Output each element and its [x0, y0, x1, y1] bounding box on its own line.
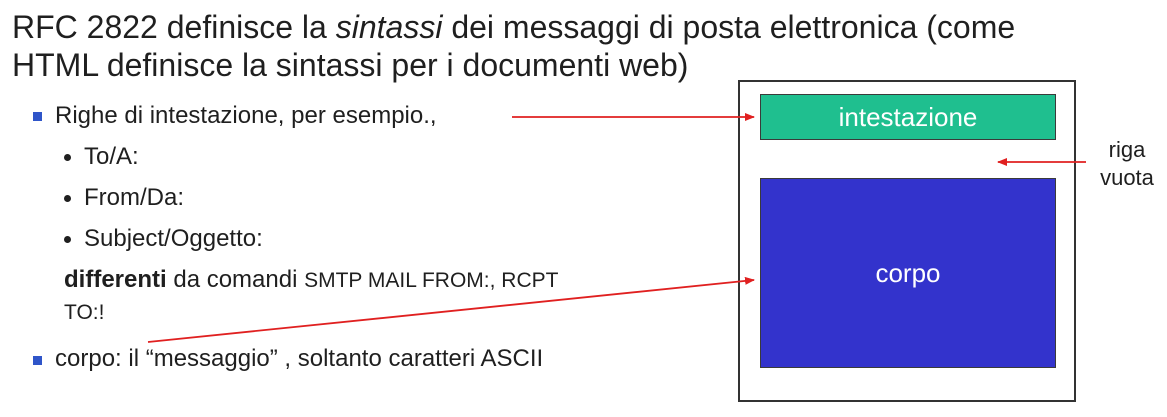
sub-item-to: To/A: [84, 143, 139, 170]
blank-line-label: riga vuota [1090, 136, 1164, 192]
smtp-note-commands: SMTP MAIL FROM:, RCPT [304, 269, 559, 292]
bullet-header-lines: Righe di intestazione, per esempio., [55, 102, 437, 129]
smtp-note: differenti da comandi SMTP MAIL FROM:, R… [64, 265, 558, 296]
bullet-body: corpo: il “messaggio” , soltanto caratte… [55, 345, 544, 372]
body-section-label: corpo [875, 257, 941, 288]
dot-bullet-icon [64, 154, 71, 161]
title-line-2: HTML definisce la sintassi per i documen… [12, 47, 689, 83]
square-bullet-icon [33, 356, 42, 365]
title-emphasis: sintassi [335, 9, 443, 45]
body-arrow [147, 276, 755, 343]
smtp-note-line-2: TO:! [64, 301, 105, 324]
title-prefix: RFC 2822 definisce la [12, 9, 336, 45]
sub-item-from: From/Da: [84, 184, 185, 211]
square-bullet-icon [33, 112, 42, 121]
header-section-box: intestazione [760, 94, 1056, 140]
smtp-note-text: da comandi [166, 266, 305, 293]
blank-line-label-2: vuota [1100, 165, 1154, 190]
blank-line-label-1: riga [1108, 137, 1146, 162]
slide-title: RFC 2822 definisce la sintassi dei messa… [12, 8, 1072, 84]
header-section-label: intestazione [838, 101, 978, 132]
smtp-note-bold: differenti [64, 266, 167, 293]
body-section-box: corpo [760, 178, 1056, 368]
dot-bullet-icon [64, 236, 71, 243]
sub-item-subject: Subject/Oggetto: [84, 225, 263, 252]
dot-bullet-icon [64, 195, 71, 202]
title-suffix: dei messaggi di posta elettronica (come [442, 9, 1016, 45]
